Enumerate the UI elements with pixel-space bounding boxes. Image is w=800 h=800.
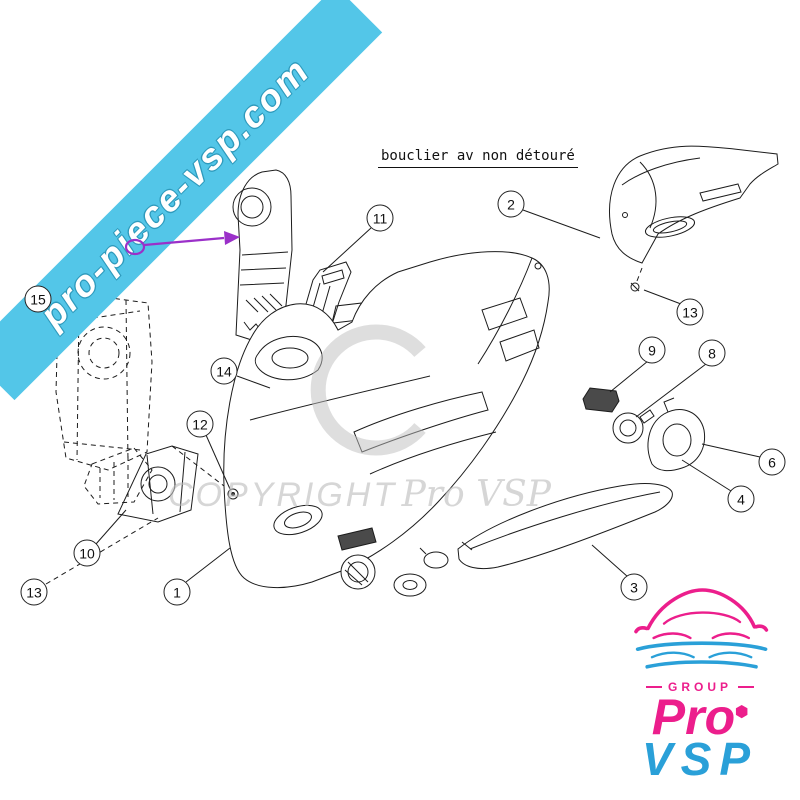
car-outline-icon [634,588,769,669]
part-8-fog-lamp [612,409,655,444]
callout-4: 4 [727,485,755,513]
part-1-main-bumper [223,251,550,589]
callout-1: 1 [163,578,191,606]
callout-10: 10 [73,539,101,567]
part-12-screw [227,488,239,500]
callout-8: 8 [698,339,726,367]
callout-6: 6 [758,448,786,476]
part-10-side-bracket [117,445,199,523]
callout-3: 3 [620,573,648,601]
part-13-clip-right [630,267,643,292]
logo-group-text: GROUP [667,680,732,694]
part-9-grille-insert [582,387,620,413]
group-dash-right [738,686,754,688]
part-6-4-fog-lamp-bracket [647,397,706,472]
callout-12: 12 [186,410,214,438]
callout-13: 13 [20,578,48,606]
copyright-symbol-watermark [310,324,426,456]
part-2-label: bouclier av non détouré [378,148,578,168]
logo-name-vsp: VSP [641,733,759,785]
logo-group-row: GROUP [645,680,754,694]
callout-14: 14 [210,357,238,385]
callout-2: 2 [497,190,525,218]
callout-15: 15 [24,285,52,313]
copyright-watermark: COPYRIGHT Pro VSP [168,474,551,515]
group-dash-left [645,686,662,688]
copyright-word: COPYRIGHT [168,476,398,514]
logo-pro-text: Pro [651,689,736,745]
part-2-front-bumper-corner [609,145,779,264]
dashed-leader-lines [45,445,225,585]
part-15-side-panel-dashed [55,295,153,505]
callout-11: 11 [366,204,394,232]
callout-9: 9 [638,336,666,364]
part-fog-lamp-assembly [337,527,449,597]
nut-icon: ⬢ [735,703,749,721]
part-3-lower-trim-strip [457,483,673,570]
copyright-brand: Pro VSP [401,474,552,515]
provsp-logo: GROUP Pro⬢ VSP [600,582,800,792]
callout-13: 13 [676,298,704,326]
logo-name-pro: Pro⬢ [652,692,748,742]
